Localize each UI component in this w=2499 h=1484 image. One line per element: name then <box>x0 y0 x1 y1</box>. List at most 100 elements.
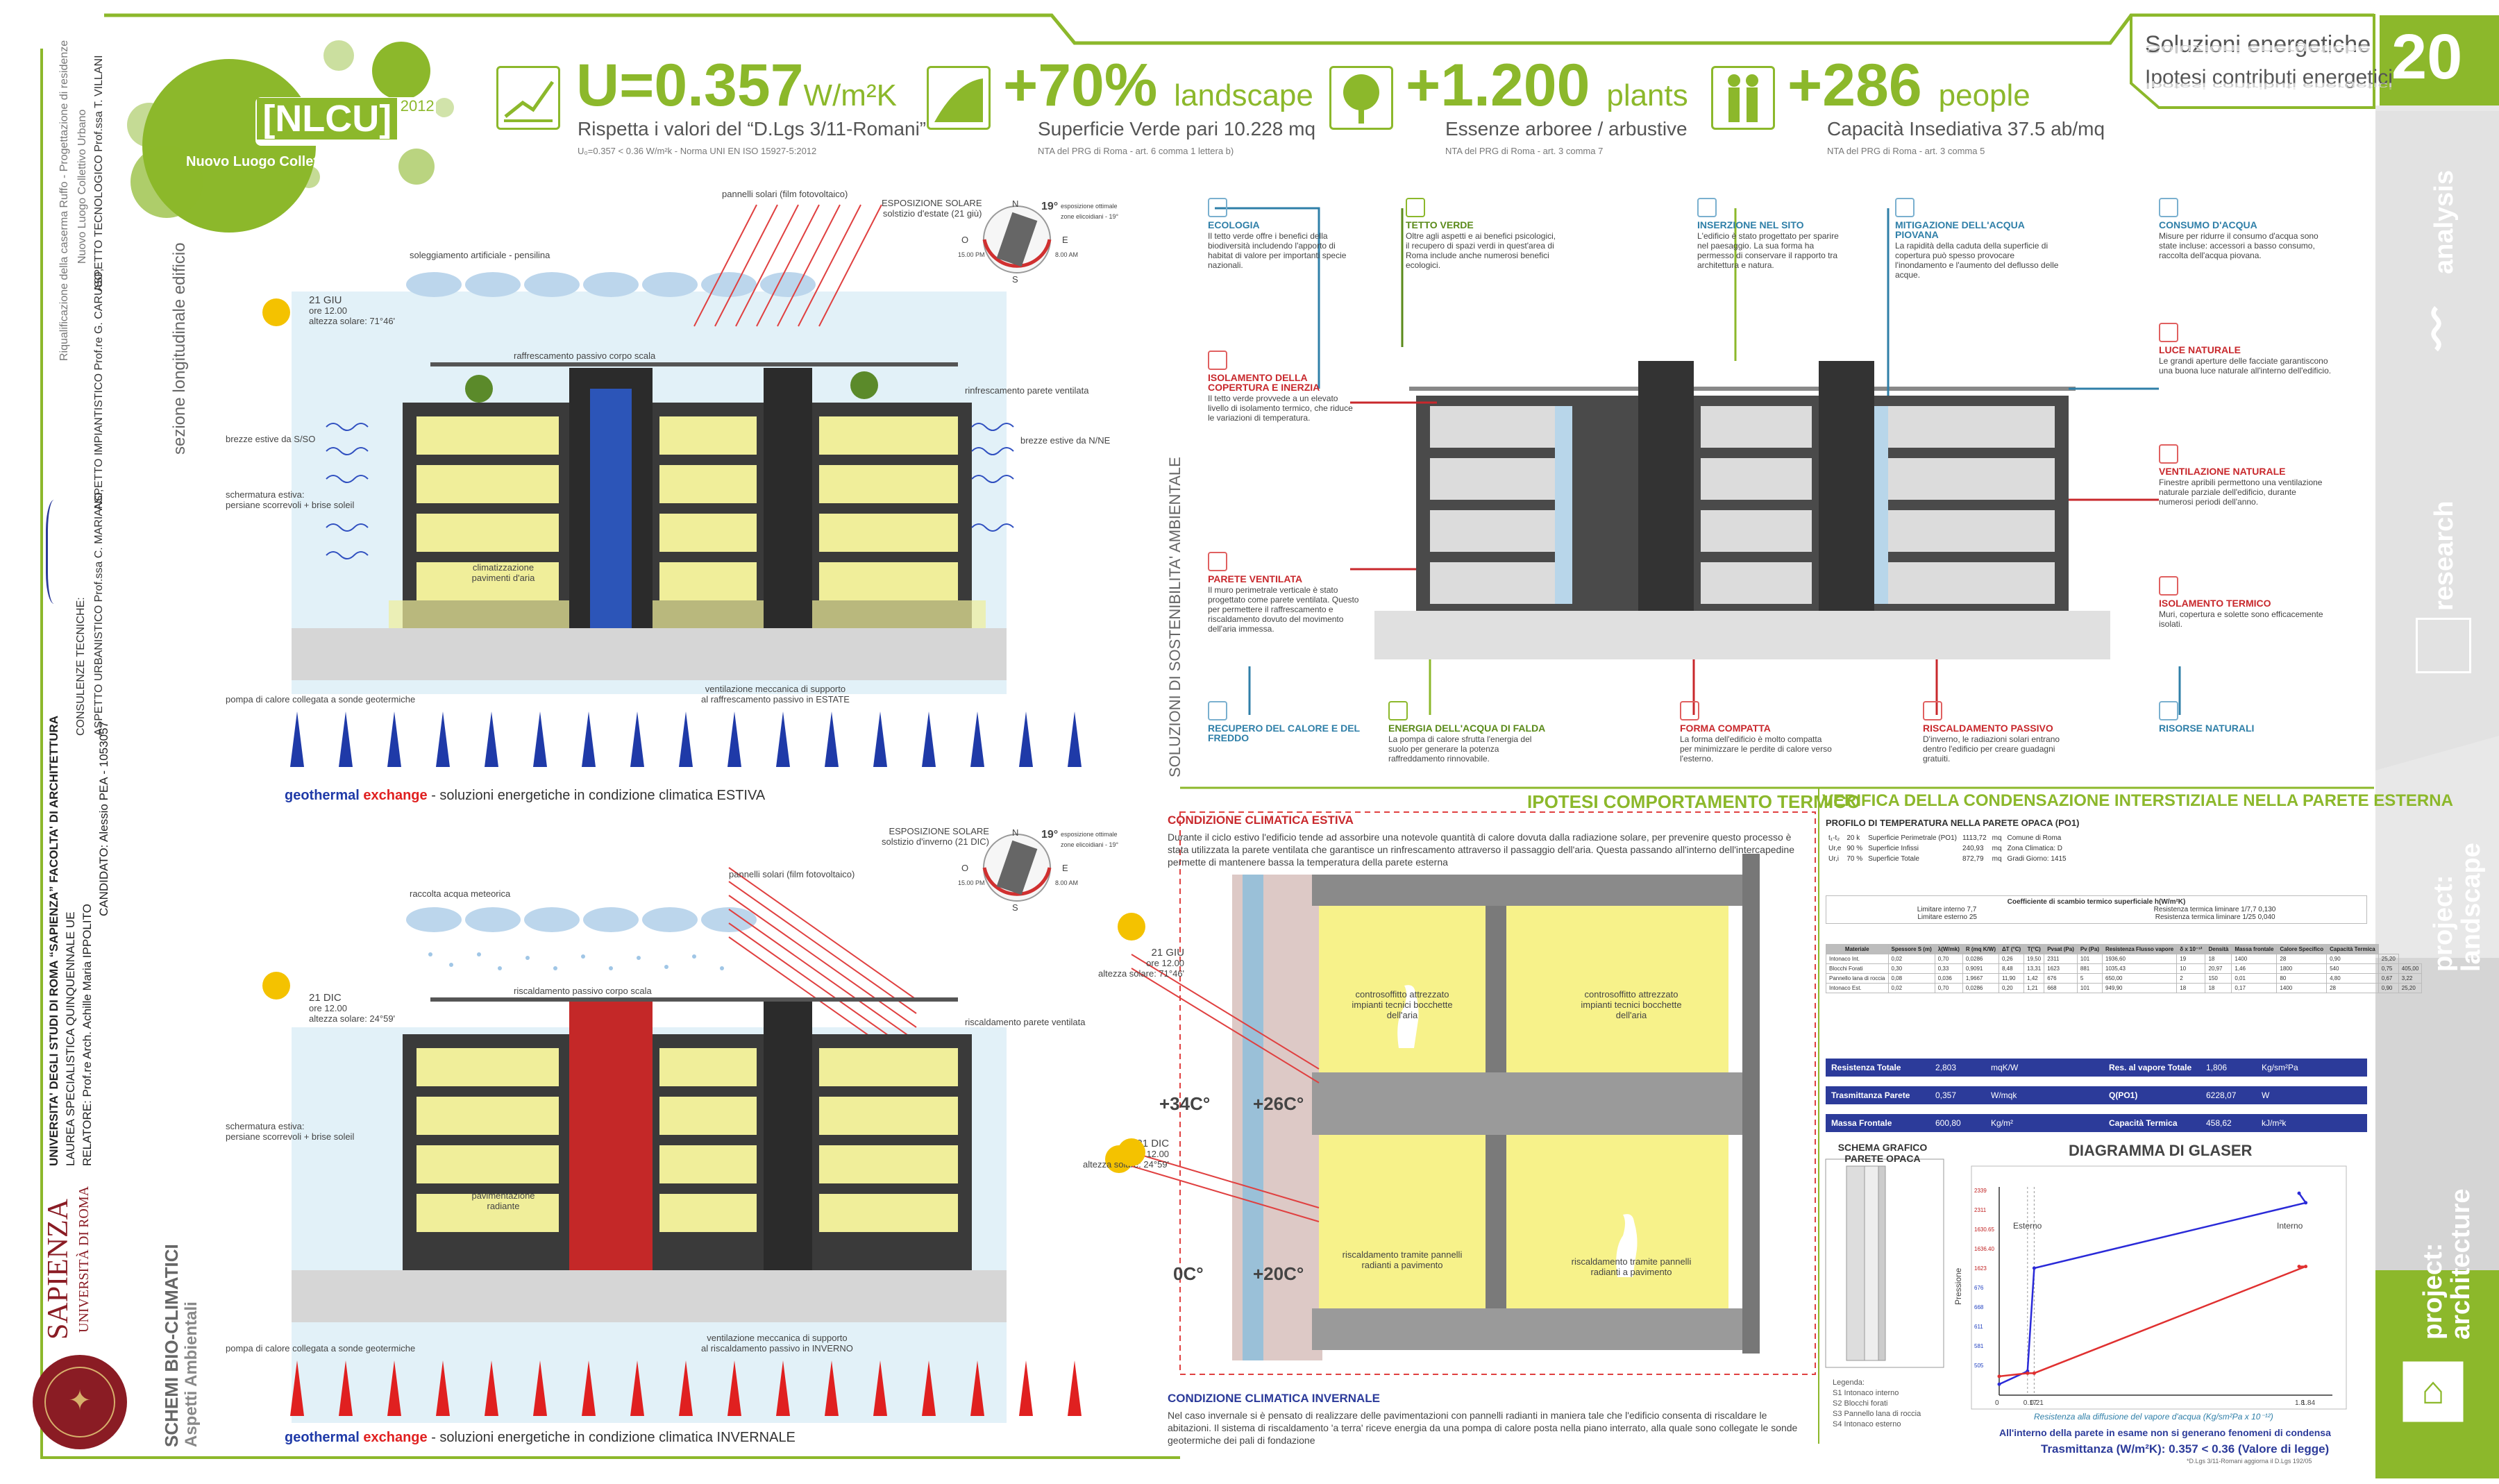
schema-title: SCHEMA GRAFICO PARETE OPACA <box>1837 1142 1928 1164</box>
title-contributions-reflection: Ipotesi contributi energetici <box>2145 81 2393 90</box>
summer-geo-rest: - soluzioni energetiche in condizione cl… <box>431 788 766 803</box>
winter-compass-o: O <box>961 863 969 873</box>
table-cell: 0,9091 <box>1962 963 1999 974</box>
materials-header-cell: R (mq K/W) <box>1962 944 1999 954</box>
table-cell: 676 <box>2044 973 2078 984</box>
compact-icon <box>1680 701 1699 720</box>
params-cell: 90 % <box>1846 845 1863 852</box>
params-cell: 20 k <box>1846 834 1860 842</box>
coeff-row-4: Resistenza termica liminare 1/25 0,040 <box>2155 913 2275 921</box>
table-cell: 28 <box>2276 954 2328 964</box>
table-cell: 1400 <box>2276 983 2328 993</box>
data-point <box>1997 1374 2001 1378</box>
data-point <box>2032 1266 2036 1270</box>
table-cell: 0,26 <box>1998 954 2025 964</box>
kpi-people-sub: Capacità Insediativa 37.5 ab/mq <box>1827 118 2105 140</box>
title-energy: Soluzioni energetiche <box>2145 31 2371 58</box>
params-cell: t₁-t₂ <box>1828 834 1840 842</box>
project-title: Riqualificazione della caserma Ruffo - P… <box>58 40 70 361</box>
winter-sun-date: 21 DIC <box>309 992 342 1004</box>
table-cell: 11,90 <box>1998 973 2025 984</box>
home-icon[interactable]: ⌂ <box>2421 1368 2445 1412</box>
series-line-blue <box>1999 1192 2307 1385</box>
table-cell: 881 <box>2076 963 2103 974</box>
x-axis-label: Resistenza alla diffusione del vapore d'… <box>2034 1412 2273 1422</box>
summer-schermatura-title: schermatura estiva: <box>226 489 305 500</box>
result-cell: Capacità Termica <box>2109 1118 2178 1128</box>
summer-geo-red: exchange <box>363 788 428 803</box>
params-cell: 240,93 <box>1962 845 1984 852</box>
y-tick-label: 676 <box>1974 1285 1984 1291</box>
schemi-title: SCHEMI BIO-CLIMATICI <box>161 1244 182 1447</box>
params-cell: mq <box>1992 855 2002 863</box>
sapienza-sub: UNIVERSITÀ DI ROMA <box>76 1186 92 1333</box>
winter-risc-scala: riscaldamento passivo corpo scala <box>514 986 652 996</box>
materials-header-cell: Densità <box>2205 944 2232 954</box>
tile-riscaldamento-title: RISCALDAMENTO PASSIVO <box>1923 723 2053 734</box>
summer-angle: 19° <box>1041 201 1059 212</box>
profilo-title: PROFILO DI TEMPERATURA NELLA PARETE OPAC… <box>1826 818 2080 828</box>
materials-header-cell: Capacità Termica <box>2326 944 2379 954</box>
tab-analysis[interactable]: analysis <box>2430 170 2459 274</box>
recovery-icon <box>1208 701 1227 720</box>
invernale-title: CONDIZIONE CLIMATICA INVERNALE <box>1168 1392 1380 1405</box>
tab-research[interactable]: research <box>2430 500 2459 611</box>
summer-compass-o: O <box>961 235 969 245</box>
winter-pannelli: pannelli solari (film fotovoltaico) <box>729 869 855 879</box>
table-cell: 0,0286 <box>1962 954 1999 964</box>
coeff-row-3: Limitare esterno 25 <box>1917 913 1977 921</box>
winter-geo-red: exchange <box>363 1430 428 1445</box>
tab-architecture[interactable]: project: architecture <box>2418 1188 2475 1340</box>
water-drop-icon <box>2159 198 2178 217</box>
table-cell: 0,67 <box>2378 973 2399 984</box>
materials-header-cell: δ x 10⁻¹² <box>2176 944 2206 954</box>
coeff-box: Coefficiente di scambio termico superfic… <box>1826 895 2367 924</box>
data-point <box>1997 1382 2001 1386</box>
table-cell: 28 <box>2326 983 2379 993</box>
params-cell: Gradi Giorno: 1415 <box>2007 855 2067 863</box>
x-tick-label: 0.21 <box>2030 1399 2044 1407</box>
tile-termico-title: ISOLAMENTO TERMICO <box>2159 598 2271 609</box>
people-icon <box>1711 66 1775 130</box>
winter-vent-2: al riscaldamento passivo in INVERNO <box>701 1343 853 1354</box>
kpi-u-note: U₀=0.357 < 0.36 W/m²k - Norma UNI EN ISO… <box>578 146 817 156</box>
resources-icon <box>2159 701 2178 720</box>
result-cell: Q(PO1) <box>2109 1090 2138 1100</box>
legend-s1: S1 Intonaco interno <box>1833 1389 1899 1397</box>
temp-out-winter: 0C° <box>1173 1263 1204 1284</box>
winter-schermatura: schermatura estiva:persiane scorrevoli +… <box>226 1121 354 1142</box>
winter-raccolta: raccolta acqua meteorica <box>410 888 511 899</box>
legend-title: Legenda: <box>1833 1378 1865 1387</box>
summer-compass-e: E <box>1062 235 1068 245</box>
tile-recupero-title: RECUPERO DEL CALORE E DEL FREDDO <box>1208 723 1360 743</box>
tile-forma-desc: La forma dell'edificio è molto compatta … <box>1680 734 1832 764</box>
table-cell: 25,20 <box>2378 954 2399 964</box>
table-cell: 19,50 <box>2023 954 2045 964</box>
table-cell: 1936,60 <box>2101 954 2178 964</box>
thermal-sun-time: ore 12.00 <box>1146 958 1185 968</box>
sapienza-seal-icon: ✦ <box>68 1385 92 1416</box>
result-cell: Kg/m² <box>1991 1118 2014 1128</box>
result-cell: Kg/sm²Pa <box>2262 1063 2298 1072</box>
logo-subtitle: Nuovo Luogo Collettivo Urbano <box>186 154 396 169</box>
table-cell: 101 <box>2076 954 2103 964</box>
consulenze: CONSULENZE TECNICHE: <box>75 597 87 736</box>
kpi-landscape-sub: Superficie Verde pari 10.228 mq <box>1038 118 1316 140</box>
tile-parete-title: PARETE VENTILATA <box>1208 573 1303 584</box>
tab-landscape[interactable]: project: landscape <box>2429 843 2486 972</box>
table-cell: 18 <box>2205 983 2232 993</box>
title-contributions: Ipotesi contributi energetici <box>2145 66 2393 89</box>
table-cell: 1,46 <box>2231 963 2278 974</box>
